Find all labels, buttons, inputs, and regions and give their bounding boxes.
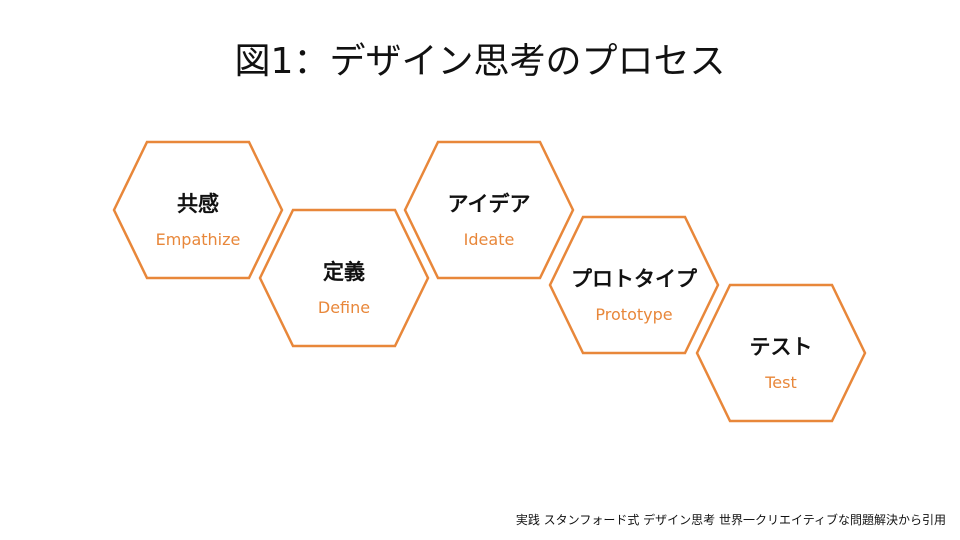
step-jp-label: 共感: [177, 192, 219, 216]
step-prototype: プロトタイプ Prototype: [550, 263, 718, 324]
step-jp-label: 定義: [323, 260, 365, 284]
hexagon-test: [695, 283, 867, 423]
step-jp-label: プロトタイプ: [571, 267, 697, 291]
step-en-label: Define: [317, 298, 371, 317]
step-ideate: アイデア Ideate: [405, 188, 573, 249]
step-en-label: Empathize: [155, 230, 241, 249]
step-define: 定義 Define: [260, 256, 428, 317]
step-test: テスト Test: [697, 331, 865, 392]
page-title: 図1：デザイン思考のプロセス: [234, 41, 726, 82]
source-citation: 実践 スタンフォード式 デザイン思考 世界一クリエイティブな問題解決から引用: [515, 513, 946, 527]
step-empathize: 共感 Empathize: [114, 188, 282, 249]
hexagon-define: [258, 208, 430, 348]
step-jp-label: アイデア: [447, 192, 531, 216]
hexagon-prototype: [548, 215, 720, 355]
step-jp-label: テスト: [749, 335, 813, 359]
hexagon-empathize: [112, 140, 284, 280]
step-en-label: Test: [765, 373, 797, 392]
step-en-label: Ideate: [463, 230, 515, 249]
hexagon-ideate: [403, 140, 575, 280]
step-en-label: Prototype: [595, 305, 673, 324]
